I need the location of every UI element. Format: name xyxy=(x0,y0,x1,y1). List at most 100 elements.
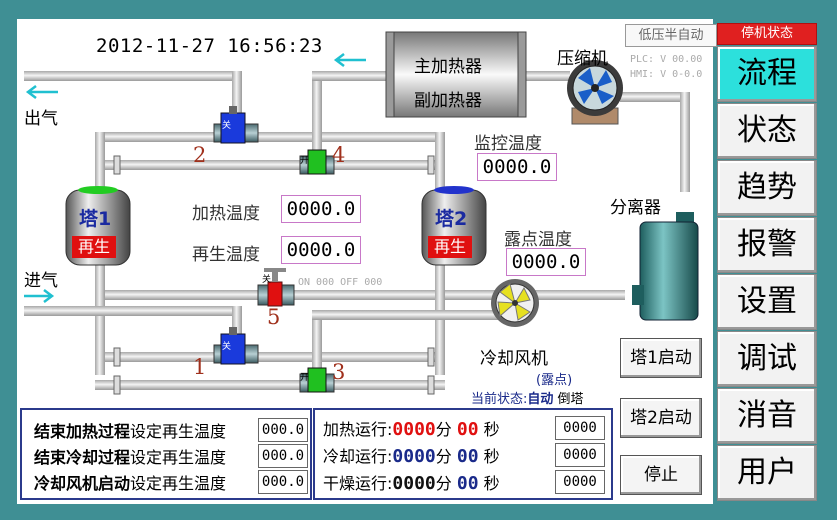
runtime-row-name: 冷却运行: xyxy=(323,447,393,466)
aux-heater-label: 副加热器 xyxy=(414,91,482,111)
top-manifold-pipe xyxy=(95,132,445,142)
regen-setpoint-panel: 结束加热过程设定再生温度 000.0 结束冷却过程设定再生温度 000.0 冷却… xyxy=(20,408,312,500)
cooling-runtime-input[interactable]: 0000 xyxy=(555,443,605,467)
mode-indicator: 低压半自动 xyxy=(625,24,717,47)
valve-1-tag: 关 xyxy=(222,342,232,352)
main-heater-label: 主加热器 xyxy=(414,57,482,77)
current-state-mode: 自动 xyxy=(527,392,554,407)
runtime-seconds: 00 xyxy=(456,446,479,467)
setpoint-row: 结束冷却过程设定再生温度 xyxy=(34,444,226,468)
valve-1 xyxy=(213,327,259,365)
nav-status[interactable]: 状态 xyxy=(717,103,817,159)
valve-number-5: 5 xyxy=(267,305,281,329)
minute-unit: 分 xyxy=(435,474,452,493)
runtime-minutes: 0000 xyxy=(392,446,436,467)
inlet-label: 进气 xyxy=(24,271,58,291)
cooling-fan-label: 冷却风机 xyxy=(480,349,548,369)
setpoint-row-title: 结束冷却过程 xyxy=(34,448,131,467)
tower-2-state: 再生 xyxy=(428,236,472,258)
outlet-pipe xyxy=(24,71,242,81)
valve-number-4: 4 xyxy=(332,143,346,167)
second-unit: 秒 xyxy=(483,420,500,439)
setpoint-row-text: 设定再生温度 xyxy=(130,448,227,467)
datetime-display: 2012-11-27 16:56:23 xyxy=(96,35,323,57)
nav-debug[interactable]: 调试 xyxy=(717,331,817,387)
end-cooling-setpoint-input[interactable]: 000.0 xyxy=(258,444,308,468)
runtime-panel: 加热运行:0000分 00 秒 0000 冷却运行:0000分 00 秒 000… xyxy=(313,408,613,500)
middle-pipe xyxy=(95,290,625,300)
flow-arrows xyxy=(24,53,366,303)
current-state-label: 当前状态: xyxy=(471,392,528,407)
runtime-row-name: 加热运行: xyxy=(323,420,393,439)
heating-temp-value: 0000.0 xyxy=(281,195,361,223)
tower1-start-button[interactable]: 塔1启动 xyxy=(620,338,702,378)
runtime-seconds: 00 xyxy=(456,473,479,494)
inlet-pipe xyxy=(24,306,242,316)
separator-label: 分离器 xyxy=(610,198,661,218)
valve-3-tag: 开 xyxy=(300,373,310,383)
current-state-line: 当前状态:自动 倒塔 xyxy=(471,388,584,407)
regen-temp-label: 再生温度 xyxy=(192,245,260,265)
nav-flow[interactable]: 流程 xyxy=(717,46,817,102)
regen-temp-value: 0000.0 xyxy=(281,236,361,264)
cooling-fan-unit xyxy=(491,279,539,327)
stop-button[interactable]: 停止 xyxy=(620,455,702,495)
monitor-temp-value: 0000.0 xyxy=(477,153,557,181)
valve-2 xyxy=(213,106,259,144)
valve-number-1: 1 xyxy=(193,355,207,379)
valve-4 xyxy=(299,149,335,175)
nav-settings[interactable]: 设置 xyxy=(717,274,817,330)
setpoint-row: 冷却风机启动设定再生温度 xyxy=(34,470,226,494)
fan-start-setpoint-input[interactable]: 000.0 xyxy=(258,470,308,494)
valve-4-tag: 开 xyxy=(300,156,310,166)
valve-2-tag: 关 xyxy=(222,121,232,131)
runtime-row-name: 干燥运行: xyxy=(323,474,393,493)
dew-temp-label: 露点温度 xyxy=(504,230,572,250)
valve-number-2: 2 xyxy=(193,143,207,167)
valve-5-tag: 关 xyxy=(262,275,272,285)
setpoint-row-text: 设定再生温度 xyxy=(130,422,227,441)
second-unit: 秒 xyxy=(483,474,500,493)
valve-5-faint-counter: ON 000 OFF 000 xyxy=(298,277,383,288)
machine-status-badge: 停机状态 xyxy=(717,23,817,45)
nav-mute[interactable]: 消音 xyxy=(717,388,817,444)
second-unit: 秒 xyxy=(483,447,500,466)
runtime-minutes: 0000 xyxy=(392,419,436,440)
heating-temp-label: 加热温度 xyxy=(192,204,260,224)
dew-temp-value: 0000.0 xyxy=(506,248,586,276)
separator-unit xyxy=(632,212,699,321)
setpoint-row-title: 冷却风机启动 xyxy=(34,474,131,493)
valve-5 xyxy=(257,268,295,307)
tower-1-state: 再生 xyxy=(72,236,116,258)
setpoint-row-text: 设定再生温度 xyxy=(130,474,227,493)
compressor-unit xyxy=(567,60,623,125)
hmi-version: HMI: V 0-0.0 xyxy=(630,69,703,80)
heater-unit xyxy=(385,31,527,118)
setpoint-row-title: 结束加热过程 xyxy=(34,422,131,441)
plc-version: PLC: V 00.00 xyxy=(630,54,703,65)
tower-1-title: 塔1 xyxy=(79,208,112,230)
nav-alarm[interactable]: 报警 xyxy=(717,217,817,273)
tower-2-title: 塔2 xyxy=(435,208,468,230)
compressor-label: 压缩机 xyxy=(557,49,608,69)
runtime-minutes: 0000 xyxy=(392,473,436,494)
nav-user[interactable]: 用户 xyxy=(717,445,817,501)
setpoint-row: 结束加热过程设定再生温度 xyxy=(34,418,226,442)
valve-3 xyxy=(299,367,335,393)
runtime-row-heating: 加热运行:0000分 00 秒 xyxy=(323,416,500,440)
monitor-temp-label: 监控温度 xyxy=(474,134,542,154)
outlet-label: 出气 xyxy=(24,109,58,129)
nav-trend[interactable]: 趋势 xyxy=(717,160,817,216)
runtime-seconds: 00 xyxy=(456,419,479,440)
end-heating-setpoint-input[interactable]: 000.0 xyxy=(258,418,308,442)
valve-number-3: 3 xyxy=(332,360,346,384)
heating-runtime-input[interactable]: 0000 xyxy=(555,416,605,440)
minute-unit: 分 xyxy=(435,447,452,466)
minute-unit: 分 xyxy=(435,420,452,439)
runtime-row-cooling: 冷却运行:0000分 00 秒 xyxy=(323,443,500,467)
dew-point-label: (露点) xyxy=(536,373,573,388)
runtime-row-drying: 干燥运行:0000分 00 秒 xyxy=(323,470,500,494)
drying-runtime-input[interactable]: 0000 xyxy=(555,470,605,494)
tower2-start-button[interactable]: 塔2启动 xyxy=(620,398,702,438)
